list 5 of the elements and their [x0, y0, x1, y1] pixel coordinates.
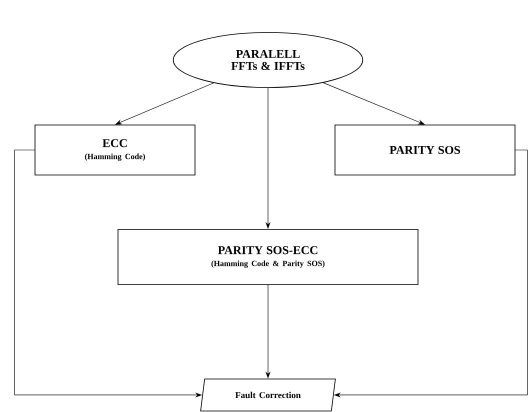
process-box: ECC (Hamming Code) [34, 124, 196, 176]
process-box: PARITY SOS [334, 124, 516, 176]
parallelogram-node: Fault Correction [200, 378, 336, 412]
process-box: PARITY SOS-ECC (Hamming Code & Parity SOS) [118, 229, 418, 285]
ellipse-node: PARALELL FFTs & IFFTs [172, 32, 364, 88]
